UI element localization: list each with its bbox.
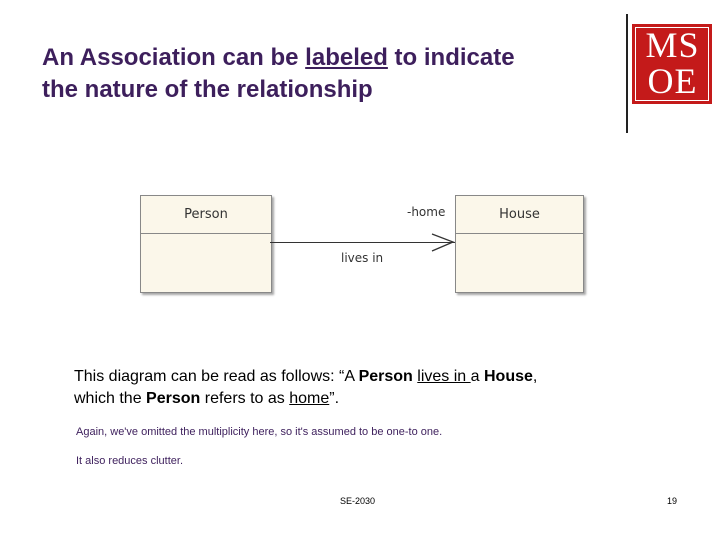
title-line-2: the nature of the relationship: [42, 76, 373, 103]
logo-border: [635, 27, 709, 101]
header-divider: [626, 14, 628, 133]
role-label: -home: [407, 205, 446, 219]
para-bold: Person: [358, 368, 413, 385]
footer-page-number: 19: [667, 496, 678, 506]
logo-row-2: O E: [632, 63, 712, 99]
logo-letter: O: [647, 61, 674, 101]
note-clutter: It also reduces clutter.: [76, 455, 183, 467]
logo-letter: S: [678, 25, 699, 65]
para-text: This diagram can be read as follows: “A: [74, 368, 359, 385]
para-bold: Person: [146, 390, 201, 407]
class-name-house: House: [456, 196, 583, 234]
association-name-label: lives in: [341, 251, 384, 265]
slide-title: An Association can be labeled to indicat…: [42, 42, 612, 106]
logo-letter: E: [674, 61, 697, 101]
explanation-paragraph: This diagram can be read as follows: “A …: [74, 366, 634, 410]
title-part: to indicate: [387, 44, 515, 71]
title-underlined-word: labeled: [305, 44, 388, 71]
para-text: ,: [532, 368, 538, 385]
para-text: refers to as: [200, 390, 290, 407]
msoe-logo: M S O E: [632, 24, 712, 104]
note-multiplicity: Again, we've omitted the multiplicity he…: [76, 426, 443, 438]
footer-course-code: SE-2030: [340, 496, 376, 506]
para-underlined: lives in: [417, 368, 471, 385]
navigability-arrowhead: [431, 233, 455, 252]
class-box-house: House: [455, 195, 584, 293]
logo-letter: M: [645, 25, 678, 65]
class-name-person: Person: [141, 196, 271, 234]
para-text: ”.: [329, 390, 340, 407]
para-underlined: home: [289, 390, 330, 407]
logo-row-1: M S: [632, 27, 712, 63]
association-line: [270, 242, 455, 244]
title-part: An Association can be: [42, 44, 306, 71]
para-bold: House: [483, 368, 533, 385]
para-text: which the: [74, 390, 147, 407]
class-box-person: Person: [140, 195, 272, 293]
para-text: a: [470, 368, 484, 385]
